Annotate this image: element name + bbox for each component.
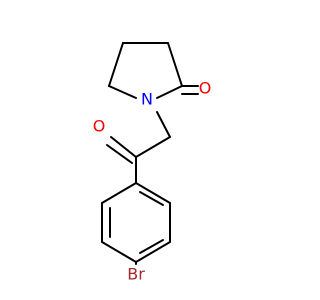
bond-ar4-ar5	[101, 241, 137, 263]
pyrrolidinone-ring	[108, 42, 183, 99]
bond-co-o-b	[106, 144, 133, 164]
bond-co-o-a	[110, 136, 137, 158]
bond-c2-c3	[167, 42, 183, 87]
bond-ch2-co	[135, 136, 171, 158]
structure-canvas: O N O Br	[92, 42, 212, 284]
n-ch2-linker	[135, 111, 171, 158]
bond-ar6-ar1	[101, 182, 137, 204]
ketone-carbonyl	[106, 136, 137, 164]
bond-ar1-ar2-double	[139, 191, 164, 206]
lactam-carbonyl	[181, 85, 199, 95]
bond-c4-c5	[108, 42, 124, 87]
benzene-ring	[101, 182, 171, 263]
bond-n1-ch2	[156, 111, 171, 138]
atom-br: Br	[127, 265, 145, 284]
bond-ar3-ar4	[135, 241, 171, 263]
bond-ar1-ar2	[135, 182, 171, 204]
molecule-diagram: O N O Br	[93, 42, 212, 284]
atom-o-ketone: O	[93, 117, 106, 136]
bond-c5-n1	[108, 85, 137, 99]
atom-o-lactam: O	[199, 79, 212, 98]
bond-ar3-ar4-double	[139, 239, 164, 254]
bond-n1-c2	[156, 85, 183, 99]
atom-n: N	[141, 90, 153, 109]
